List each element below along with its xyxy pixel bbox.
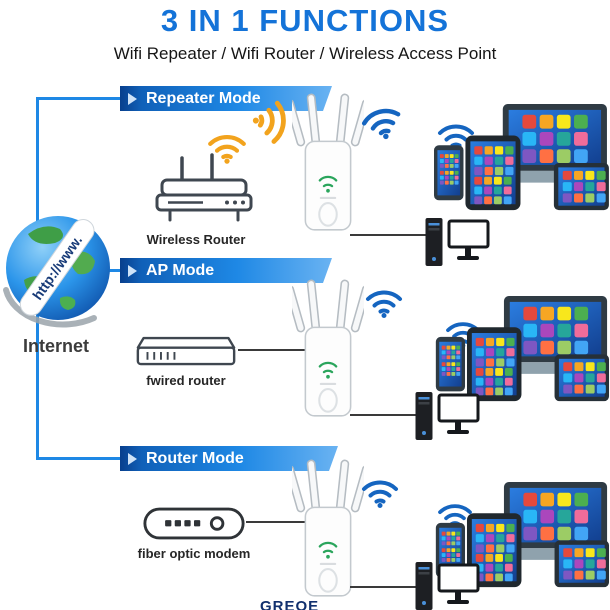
repeater-device <box>292 278 364 422</box>
internet-globe: http://www. <box>3 216 110 328</box>
repeater-mode-banner: Repeater Mode <box>120 86 332 111</box>
repeater-device <box>292 458 364 602</box>
page-title: 3 IN 1 FUNCTIONS <box>160 3 450 38</box>
connector-line-router <box>36 457 122 460</box>
client-devices-cluster <box>428 104 610 217</box>
repeater-device <box>292 92 364 236</box>
wifi-signal-orange-icon <box>250 96 294 147</box>
wireless-router-label: Wireless Router <box>146 232 246 247</box>
fiber-modem-icon <box>142 504 246 543</box>
cable-line <box>350 414 416 416</box>
wifi-signal-orange-icon <box>206 130 248 164</box>
connector-line-repeater <box>36 97 122 100</box>
desktop-pc-icon <box>424 216 490 270</box>
wifi-signal-blue-icon <box>360 476 400 508</box>
ap-mode-banner: AP Mode <box>120 258 332 283</box>
router-mode-banner: Router Mode <box>120 446 338 471</box>
cable-line <box>350 234 426 236</box>
page-subtitle: Wifi Repeater / Wifi Router / Wireless A… <box>113 44 497 63</box>
cable-line <box>350 586 416 588</box>
cutoff-text: GREOE <box>260 598 320 610</box>
desktop-pc-icon <box>414 560 480 610</box>
internet-label: Internet <box>22 336 89 356</box>
wired-router-icon <box>134 334 238 371</box>
cable-line <box>238 349 306 351</box>
wifi-signal-blue-icon <box>364 286 404 318</box>
wired-router-label: fwired router <box>146 373 226 388</box>
fiber-modem-label: fiber optic modem <box>137 546 251 561</box>
cable-line <box>246 521 306 523</box>
desktop-pc-icon <box>414 390 480 444</box>
